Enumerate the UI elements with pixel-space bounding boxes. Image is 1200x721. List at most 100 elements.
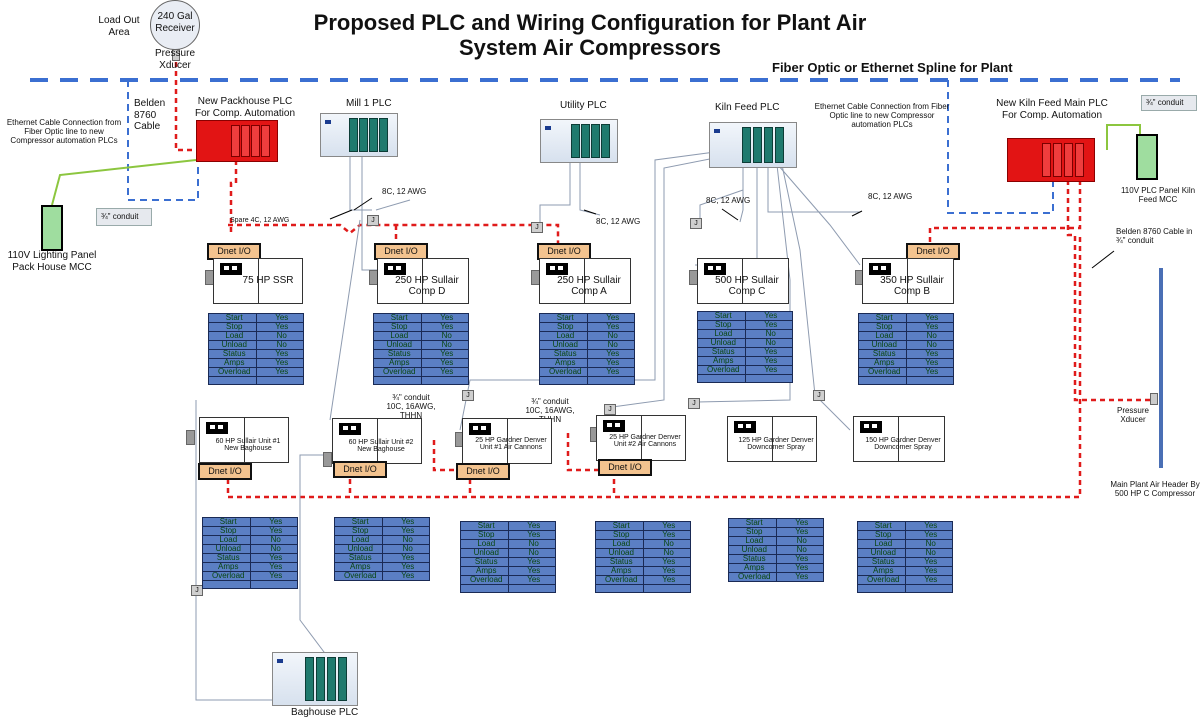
io-row	[208, 376, 304, 385]
io-signal: Overload	[858, 367, 907, 377]
junction-box: J	[367, 215, 379, 226]
compressor-name: 60 HP Sullair Unit #1 New Baghouse	[215, 438, 281, 452]
compressor-name: 60 HP Sullair Unit #2 New Baghouse	[348, 439, 414, 453]
compressor-350hp-b: 350 HP Sullair Comp B	[862, 258, 954, 304]
belden-right-label: Belden 8760 Cable in ¾" conduit	[1116, 227, 1193, 246]
io-signal	[857, 584, 906, 593]
lighting-panel-label: 110V Lighting Panel Pack House MCC	[7, 250, 97, 273]
receiver-label: 240 Gal Receiver	[155, 11, 195, 34]
motor-icon	[186, 430, 195, 445]
io-value: Yes	[586, 367, 635, 377]
io-signal	[858, 376, 907, 385]
compressor-name: 250 HP Sullair Comp D	[395, 275, 459, 297]
io-value	[744, 374, 793, 383]
plc-panel-right-label: 110V PLC Panel Kiln Feed MCC	[1120, 186, 1196, 205]
io-signal	[595, 584, 644, 593]
lighting-panel	[41, 205, 63, 251]
mill1-plc-label: Mill 1 PLC	[346, 98, 392, 109]
io-value: Yes	[420, 367, 469, 377]
main-air-header	[1159, 268, 1163, 468]
io-signal: Overload	[857, 575, 906, 585]
io-signal	[373, 376, 422, 385]
red-dnet-right	[928, 180, 1082, 243]
page-title: Proposed PLC and Wiring Configuration fo…	[313, 10, 867, 61]
compressor-name: 500 HP Sullair Comp C	[715, 275, 779, 297]
plc-panel-right	[1136, 134, 1158, 180]
hmi-icon	[734, 421, 756, 433]
utility-plc	[540, 119, 618, 163]
hmi-icon	[603, 420, 625, 432]
io-signal: Overload	[334, 571, 383, 581]
io-signal: Overload	[539, 367, 588, 377]
io-value	[905, 376, 954, 385]
ethernet-left-label: Ethernet Cable Connection from Fiber Opt…	[6, 118, 122, 146]
green-conduit-right	[1106, 124, 1141, 150]
motor-icon	[323, 452, 332, 467]
io-value: Yes	[381, 571, 430, 581]
hmi-icon	[384, 263, 406, 275]
dnet-io: Dnet I/O	[456, 463, 510, 480]
io-value: Yes	[249, 571, 298, 581]
compressor-60hp-unit2: 60 HP Sullair Unit #2 New Baghouse	[332, 418, 422, 464]
mill1-plc	[320, 113, 398, 157]
compressor-500hp-c: 500 HP Sullair Comp C	[697, 258, 789, 304]
io-value	[420, 376, 469, 385]
compressor-name: 75 HP SSR	[242, 275, 294, 286]
io-signal	[460, 584, 509, 593]
io-signal	[697, 374, 746, 383]
io-value	[904, 584, 953, 593]
compressor-250hp-d: 250 HP Sullair Comp D	[377, 258, 469, 304]
io-value: Yes	[507, 575, 556, 585]
io-value: Yes	[905, 367, 954, 377]
hmi-icon	[704, 263, 726, 275]
hmi-icon	[206, 422, 228, 434]
junction-box: J	[462, 390, 474, 401]
io-row	[857, 584, 953, 593]
packhouse-plc-label: New Packhouse PLC For Comp. Automation	[194, 96, 296, 119]
io-value	[507, 584, 556, 593]
kilnfeed-plc-label: Kiln Feed PLC	[715, 102, 780, 113]
junction-box: J	[191, 585, 203, 596]
spline-label: Fiber Optic or Ethernet Spline for Plant	[772, 60, 1013, 75]
io-signal: Overload	[728, 572, 777, 582]
io-row	[539, 376, 635, 385]
pressure-xducer-right	[1150, 393, 1158, 405]
junction-box: J	[688, 398, 700, 409]
io-row	[202, 580, 298, 589]
compressor-name: 250 HP Sullair Comp A	[557, 275, 621, 297]
compressor-name: 25 HP Gardner Denver Unit #1 Air Cannons	[475, 437, 547, 451]
compressor-name: 125 HP Gardner Denver Downcomer Spray	[738, 437, 814, 451]
hmi-icon	[339, 423, 361, 435]
io-signal	[202, 580, 251, 589]
pressure-xducer-right-label: Pressure Xducer	[1116, 406, 1149, 425]
compressor-25hp-unit2: 25 HP Gardner Denver Unit #2 Air Cannons	[596, 415, 686, 461]
